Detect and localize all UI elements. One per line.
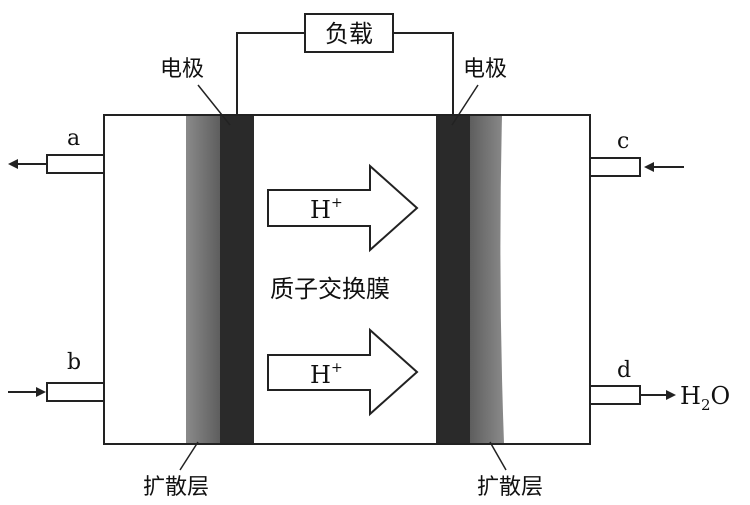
proton-arrow-bottom: H+	[267, 327, 419, 417]
electrode-right-leader	[451, 84, 479, 126]
port-b: b	[8, 350, 105, 402]
diffusion-layer-right	[470, 116, 504, 443]
port-c-label: c	[617, 129, 629, 154]
proton-arrow-top: H+	[267, 163, 419, 253]
load-label: 负载	[325, 20, 373, 48]
electrode-left-label: 电极	[160, 57, 204, 82]
diffusion-left-leader	[179, 441, 199, 471]
proton-bottom-label: H+	[310, 360, 343, 389]
port-c: c	[589, 129, 684, 177]
electrode-right-label: 电极	[463, 57, 507, 82]
electrode-left-leader	[197, 84, 231, 126]
proton-top-label: H+	[310, 195, 343, 224]
water-label: H2O	[680, 382, 730, 414]
port-d-label: d	[617, 358, 631, 383]
diffusion-right-leader	[489, 441, 507, 471]
membrane-label: 质子交换膜	[270, 275, 390, 303]
electrode-left	[220, 116, 254, 443]
port-a-label: a	[67, 126, 80, 151]
diffusion-layer-left	[186, 116, 220, 443]
port-d: d H2O	[589, 358, 730, 414]
diffusion-left-label: 扩散层	[143, 475, 209, 500]
diffusion-right-label: 扩散层	[477, 475, 543, 500]
electrode-right	[436, 116, 470, 443]
port-a: a	[8, 126, 105, 174]
load: 负载	[304, 13, 394, 53]
circuit-wire	[236, 32, 454, 115]
port-b-label: b	[67, 350, 81, 375]
